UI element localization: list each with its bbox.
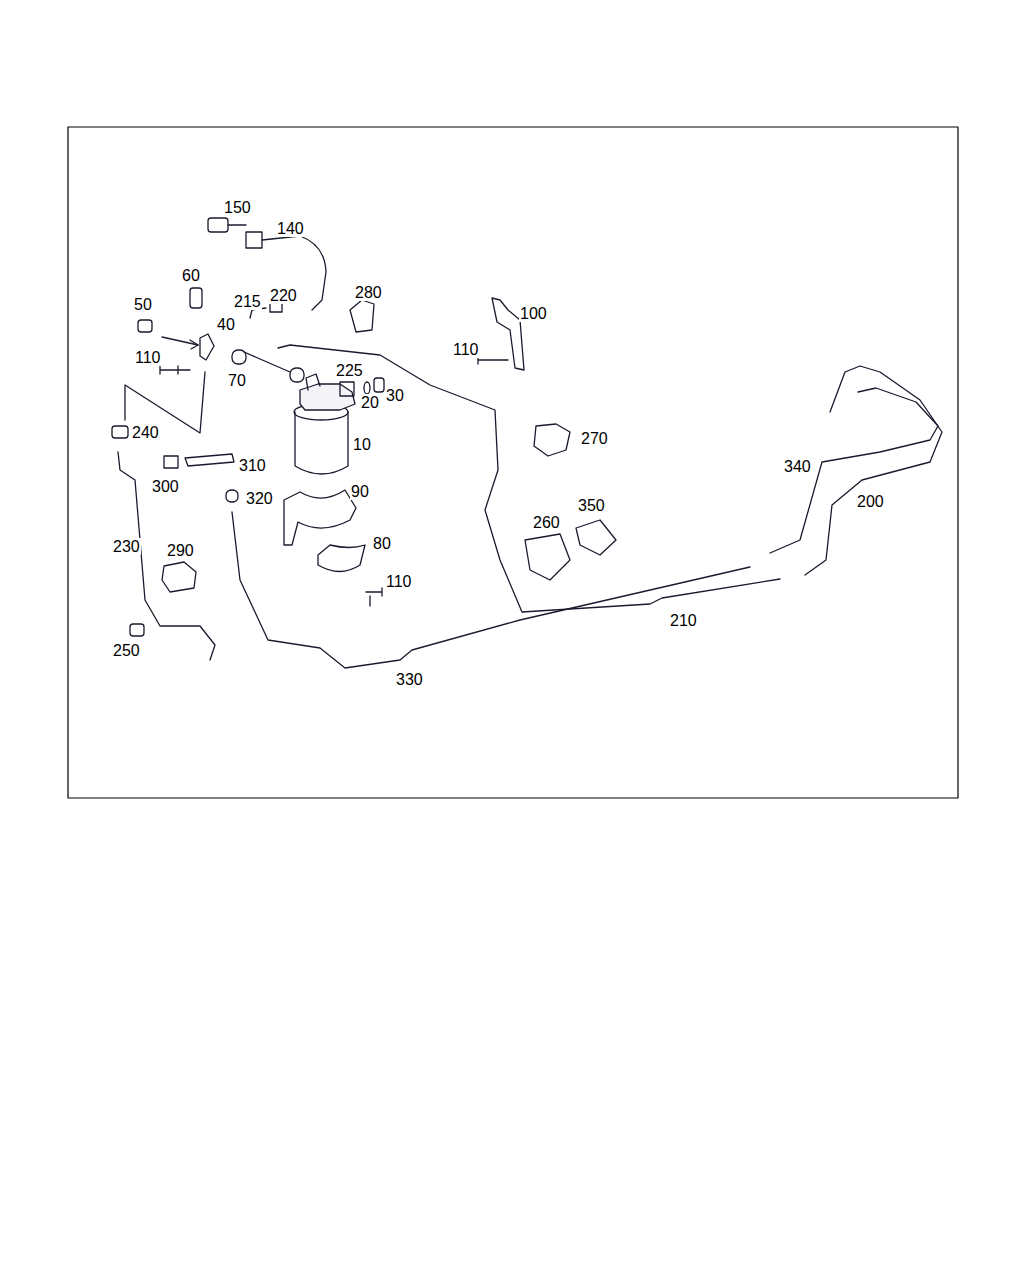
callout-number: 210	[669, 612, 698, 629]
callout-number: 70	[227, 372, 247, 389]
fuel-filter	[294, 374, 355, 474]
callout-number: 60	[181, 267, 201, 284]
callout-number: 150	[223, 199, 252, 216]
callout-number: 110	[134, 349, 162, 366]
filter-bracket	[284, 490, 356, 545]
callout-number: 270	[580, 430, 609, 447]
callout-number: 230	[112, 538, 141, 555]
callout-number: 215	[233, 293, 262, 310]
callout-number: 330	[395, 671, 424, 688]
callout-number: 100	[519, 305, 548, 322]
callout-number: 310	[238, 457, 267, 474]
callout-number: 280	[354, 284, 383, 301]
callout-number: 300	[151, 478, 180, 495]
small-parts	[112, 218, 616, 636]
screws	[160, 356, 508, 606]
callout-number: 140	[276, 220, 305, 237]
callout-number: 40	[216, 316, 236, 333]
callout-number: 250	[112, 642, 141, 659]
callout-number: 290	[166, 542, 195, 559]
callout-number: 200	[856, 493, 885, 510]
callout-number: 80	[372, 535, 392, 552]
filter-strap	[318, 545, 365, 572]
callout-number: 110	[385, 573, 413, 590]
callout-number: 30	[385, 387, 405, 404]
fuel-lines	[118, 236, 942, 668]
callout-number: 340	[783, 458, 812, 475]
callout-number: 10	[352, 436, 372, 453]
callout-number: 220	[269, 287, 298, 304]
callout-number: 20	[360, 394, 380, 411]
callout-number: 320	[245, 490, 274, 507]
callout-number: 240	[131, 424, 160, 441]
callout-number: 90	[350, 483, 370, 500]
callout-number: 110	[452, 341, 480, 358]
callout-number: 350	[577, 497, 606, 514]
callout-number: 260	[532, 514, 561, 531]
callout-number: 50	[133, 296, 153, 313]
callout-number: 225	[335, 362, 364, 379]
